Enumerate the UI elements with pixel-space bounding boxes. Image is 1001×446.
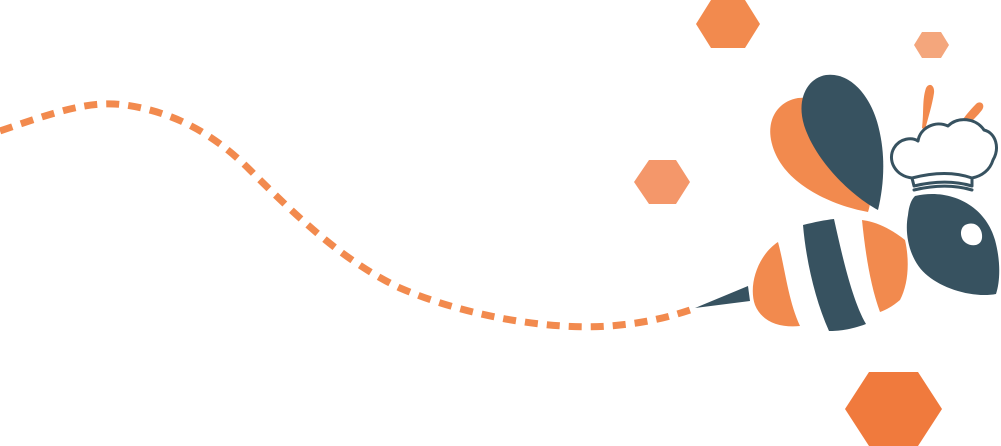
hexagon-small-top-right: [914, 32, 949, 58]
bee-stripe-orange-2: [862, 220, 908, 312]
bee-wing-front: [801, 74, 884, 210]
bee-stripe-slate-1: [803, 219, 866, 331]
bee-chef-icon: [695, 74, 1000, 331]
flight-path-dashed: [0, 100, 692, 331]
stinger-icon: [695, 286, 750, 308]
chef-hat-icon: [889, 118, 998, 192]
bee-eye: [960, 223, 983, 246]
hexagon-top: [696, 0, 760, 48]
chef-hat-band: [910, 172, 974, 188]
bee-antenna-left: [922, 84, 935, 130]
hexagon-bottom: [845, 372, 942, 446]
chef-hat-rim: [912, 184, 974, 192]
bee-head: [906, 194, 1000, 296]
hexagon-middle: [634, 160, 690, 204]
chef-hat-puff: [889, 118, 998, 180]
bee-stripe-orange-tail: [752, 242, 800, 327]
